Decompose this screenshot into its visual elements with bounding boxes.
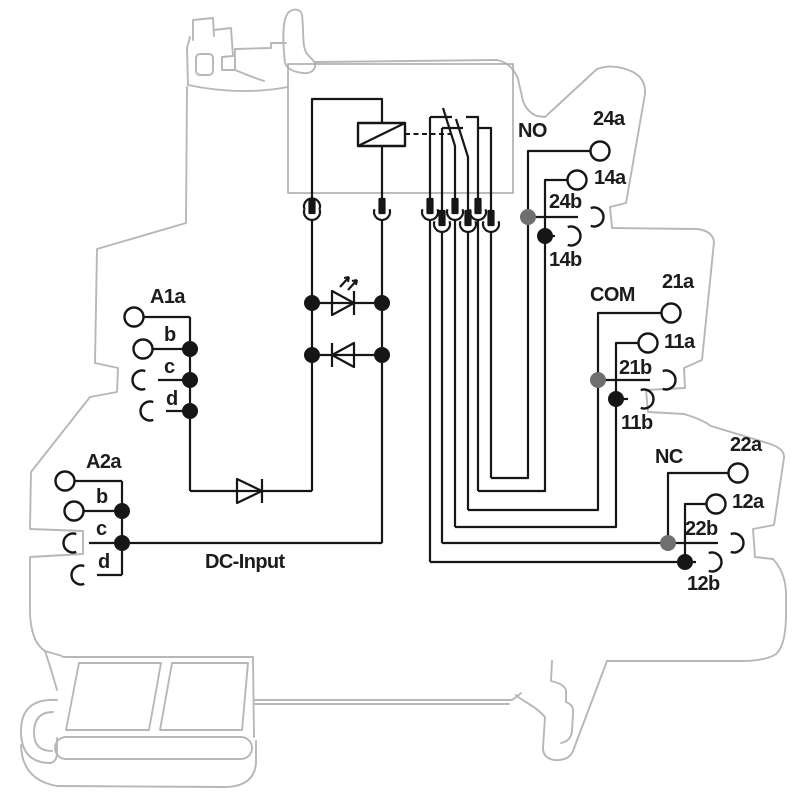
freewheel-diode <box>312 341 382 369</box>
rail-hook-inner <box>33 711 54 752</box>
label-no: NO <box>518 120 547 142</box>
terminal-22a <box>727 462 749 484</box>
label-nc: NC <box>655 446 683 468</box>
label-11b: 11b <box>621 412 653 434</box>
label-11a: 11a <box>664 331 695 353</box>
foot-window-right <box>159 662 249 731</box>
din-rail-lines <box>254 692 522 705</box>
label-a2-d: d <box>98 551 110 573</box>
housing-right-edge <box>496 59 787 662</box>
clamp-tabs <box>192 17 287 82</box>
relay-coil-circuit <box>310 97 452 199</box>
nc-group <box>430 462 749 573</box>
label-a1-c: c <box>164 356 175 378</box>
terminal-a1b <box>132 338 154 360</box>
socket-22b <box>730 532 745 554</box>
clamp-hole <box>195 53 214 76</box>
foot-window-left <box>65 662 162 731</box>
label-21b: 21b <box>619 357 652 379</box>
terminal-11a <box>637 332 659 354</box>
housing-left-edge <box>29 86 188 657</box>
label-14b: 14b <box>549 249 582 271</box>
led-arrow-2 <box>347 279 358 291</box>
rail-hook-outer <box>20 699 59 764</box>
foot-left-join <box>44 650 58 691</box>
module-housing-outline <box>20 8 787 788</box>
socket-a2d <box>70 564 85 586</box>
foot-bottom-outline <box>20 740 257 788</box>
terminal-a2b <box>63 500 85 522</box>
socket-12b <box>708 551 723 573</box>
plug-connectors <box>302 197 501 234</box>
label-24b: 24b <box>549 191 582 213</box>
no-group <box>478 140 611 493</box>
label-12b: 12b <box>687 573 720 595</box>
release-latch-outer <box>515 660 608 762</box>
socket-11b <box>640 388 655 410</box>
relay-schematic-box <box>287 63 514 194</box>
housing-top-edge <box>314 59 498 63</box>
label-22a: 22a <box>730 434 762 456</box>
label-a1-d: d <box>166 388 178 410</box>
a2-terminal-block <box>54 470 124 586</box>
terminal-a2a <box>54 470 76 492</box>
socket-14b <box>567 225 582 247</box>
foot-top-edge <box>62 656 255 738</box>
terminal-a1a <box>123 306 145 328</box>
terminal-21a <box>660 302 682 324</box>
foot-base-bar <box>54 736 253 760</box>
release-latch-inner <box>550 660 575 744</box>
label-a2a: A2a <box>86 451 121 473</box>
label-12a: 12a <box>732 491 764 513</box>
led-indicator <box>310 220 384 543</box>
retention-hook <box>282 8 317 75</box>
socket-a1c <box>131 369 146 391</box>
label-a1a: A1a <box>150 286 185 308</box>
a1-terminal-block <box>123 306 192 491</box>
terminal-12a <box>705 493 727 515</box>
junction-dots-gray <box>520 209 676 551</box>
circuit-lines <box>54 97 749 586</box>
series-diode <box>190 477 312 505</box>
contact-blade-1 <box>441 107 457 199</box>
contact-blade-2 <box>454 118 470 211</box>
socket-a1d <box>139 400 154 422</box>
label-24a: 24a <box>593 108 625 130</box>
contact-pole-2 <box>440 118 493 543</box>
label-14a: 14a <box>594 167 626 189</box>
label-dc-input: DC-Input <box>205 551 285 573</box>
label-a2-c: c <box>96 518 107 540</box>
clamp-outline <box>186 36 289 92</box>
label-a1-b: b <box>164 324 176 346</box>
contact-pole-1 <box>428 107 480 562</box>
label-22b: 22b <box>685 518 718 540</box>
terminal-24a <box>589 140 611 162</box>
socket-21b <box>662 369 677 391</box>
socket-a2c <box>62 532 77 554</box>
terminal-14a <box>566 169 588 191</box>
label-21a: 21a <box>662 271 694 293</box>
led-arrow-1 <box>339 276 350 288</box>
label-a2-b: b <box>96 486 108 508</box>
junction-dots-black <box>114 228 693 570</box>
label-com: COM <box>590 284 635 306</box>
socket-24b <box>590 206 605 228</box>
